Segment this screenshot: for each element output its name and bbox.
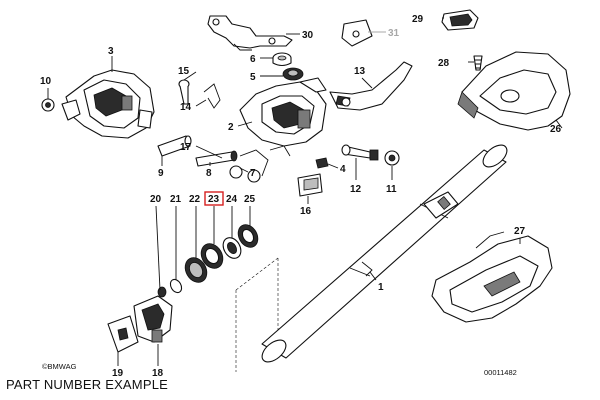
callout-7: 7	[250, 168, 256, 179]
callout-21: 21	[170, 194, 182, 205]
part-3-bracket-housing	[61, 69, 155, 139]
callout-labels: 3 10 30 31 29 28 6 5 15 13 14 2 26 17 9 …	[40, 14, 562, 379]
drawing-number: 00011482	[484, 368, 517, 377]
callout-18: 18	[152, 368, 164, 379]
callout-5: 5	[250, 72, 256, 83]
part-19-cover-plate	[107, 315, 139, 353]
part-14-spring	[203, 83, 221, 109]
part-29-grommet	[441, 9, 479, 31]
part-8-pin	[195, 150, 238, 167]
part-10-washer	[41, 98, 55, 112]
callout-15: 15	[178, 66, 190, 77]
part-15-bolt	[178, 79, 190, 105]
part-23-bearing-ring	[200, 243, 224, 269]
callout-11: 11	[386, 184, 397, 195]
callout-25: 25	[244, 194, 256, 205]
callout-17: 17	[180, 142, 192, 153]
part-18-lock-housing	[133, 295, 173, 343]
part-20-pin	[157, 286, 167, 298]
callout-31: 31	[388, 28, 400, 39]
part-4-nut	[315, 157, 329, 169]
part-24-ring	[222, 237, 242, 259]
part-2-central-bracket	[239, 77, 327, 147]
callout-3: 3	[108, 46, 114, 57]
callout-19: 19	[112, 368, 124, 379]
callout-9: 9	[158, 168, 164, 179]
part-31-clip	[341, 19, 373, 47]
part-27-lower-steering-cover	[431, 231, 553, 323]
callout-30: 30	[302, 30, 314, 41]
page-caption: PART NUMBER EXAMPLE	[6, 377, 169, 392]
callout-8: 8	[206, 168, 212, 179]
callout-13: 13	[354, 66, 366, 77]
part-22-bearing	[184, 257, 208, 283]
callout-20: 20	[150, 194, 162, 205]
callout-23: 23	[208, 194, 220, 205]
highlight-box-23	[204, 191, 224, 206]
part-26-upper-steering-cover	[457, 51, 571, 131]
callout-12: 12	[350, 184, 362, 195]
part-1-steering-column-tube	[261, 144, 508, 363]
part-5-bushing	[282, 67, 304, 81]
callout-16: 16	[300, 206, 312, 217]
part-28-screw	[473, 55, 483, 71]
part-25-ring	[237, 224, 259, 248]
part-21-washer	[169, 278, 183, 294]
part-30-mounting-plate	[207, 15, 293, 51]
callout-1: 1	[378, 282, 384, 293]
part-13-adjusting-lever	[329, 61, 413, 111]
callout-27: 27	[514, 226, 526, 237]
part-16-clip	[297, 173, 323, 197]
part-12-bolt	[341, 144, 379, 161]
callout-14: 14	[180, 102, 192, 113]
callout-22: 22	[189, 194, 201, 205]
callout-6: 6	[250, 54, 256, 65]
callout-29: 29	[412, 14, 424, 25]
part-11-nut	[384, 150, 400, 166]
callout-24: 24	[226, 194, 238, 205]
lock-assembly-dashed-outline	[235, 257, 279, 372]
callout-4: 4	[340, 164, 346, 175]
callout-10: 10	[40, 76, 52, 87]
copyright-label: ©BMWAG	[42, 362, 77, 371]
part-17-torsion-spring	[229, 145, 291, 183]
callout-28: 28	[438, 58, 450, 69]
part-9-sleeve	[157, 135, 192, 157]
leader-lines	[47, 17, 563, 366]
part-6-rubber-buffer	[272, 52, 292, 67]
callout-2: 2	[228, 122, 234, 133]
callout-26: 26	[550, 124, 562, 135]
